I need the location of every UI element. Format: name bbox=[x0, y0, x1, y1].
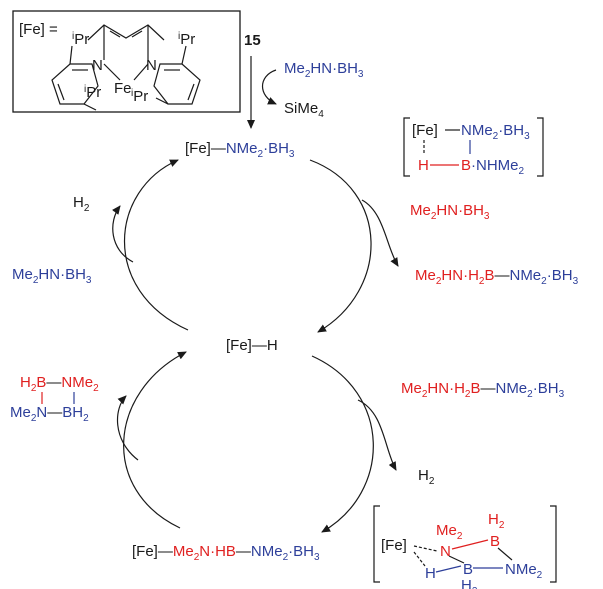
ts-top-nme2bh3: NMe2·BH3 bbox=[461, 122, 530, 142]
svg-text:iPr: iPr bbox=[84, 84, 101, 101]
svg-text:iPr: iPr bbox=[131, 88, 148, 105]
lower-left-arc bbox=[123, 351, 187, 529]
h2-out-lower: H2 bbox=[418, 467, 435, 487]
ts-bottom-n: N bbox=[440, 543, 451, 560]
upper-left-arc bbox=[124, 159, 189, 331]
svg-text:Me2N—BH2: Me2N—BH2 bbox=[10, 404, 89, 424]
ts-bottom-bracket: [Fe] Me2 N H2 B H B H2 NMe2 bbox=[373, 505, 557, 589]
upper-right-arc bbox=[309, 159, 372, 333]
svg-text:iPr: iPr bbox=[178, 31, 195, 48]
mehnbh3-in-left: Me2HN·BH3 bbox=[12, 266, 92, 286]
cyclodiborazane-out-arrow bbox=[116, 395, 139, 461]
legend-fe-center: Fe bbox=[114, 80, 132, 97]
ipr-mid-left: Pr bbox=[86, 84, 101, 101]
ipr-top-right: Pr bbox=[180, 31, 195, 48]
ts-top-fe: [Fe] bbox=[412, 122, 438, 139]
nacnac-ligand-drawing bbox=[51, 24, 201, 111]
ts-bottom-fe: [Fe] bbox=[381, 537, 407, 554]
legend-n-right: N bbox=[146, 57, 157, 74]
upper-cycle: H2 Me2HN·BH3 Me2HN·BH3 Me2HN·H2B—NMe2·BH… bbox=[12, 159, 579, 333]
substrate-linear-diborazane: Me2HN·H2B—NMe2·BH3 bbox=[401, 380, 565, 400]
svg-text:iPr: iPr bbox=[72, 31, 89, 48]
fe-catalyst-legend: [Fe] = N N Fe iPr iPr iPr bbox=[12, 10, 241, 113]
ts-bottom-b-top: B bbox=[490, 533, 500, 550]
compound-number-15: 15 bbox=[244, 32, 261, 49]
substrate-in-arrow bbox=[357, 399, 397, 471]
fe-label: [Fe] = bbox=[19, 21, 58, 38]
entry-byproduct: SiMe4 bbox=[284, 100, 324, 120]
linear-diborazane-product: Me2HN·H2B—NMe2·BH3 bbox=[415, 267, 579, 287]
ts-bottom-h2-top: H2 bbox=[488, 511, 505, 531]
entry-step: 15 Me2HN·BH3 SiMe4 bbox=[244, 32, 364, 129]
lower-cycle: Me2HN·H2B—NMe2·BH3 H2 H2B—NMe2 Me2N—BH2 bbox=[10, 351, 565, 533]
ts-top-bracket: [Fe] NMe2·BH3 H B·NHMe2 bbox=[403, 117, 544, 177]
ts-bottom-h: H bbox=[425, 565, 436, 582]
ts-bottom-me2: Me2 bbox=[436, 522, 463, 542]
species-fe-aminoborane: [Fe]—Me2N·HB—NMe2·BH3 bbox=[132, 543, 320, 563]
cyclo-h2b: H bbox=[20, 374, 31, 391]
svg-text:H2B—NMe2: H2B—NMe2 bbox=[20, 374, 99, 394]
reagent-in-arrow-right bbox=[361, 199, 399, 267]
ts-bottom-b-bottom: B bbox=[463, 561, 473, 578]
ipr-top-left: Pr bbox=[74, 31, 89, 48]
ts-top-bnhme2: B·NHMe2 bbox=[461, 157, 525, 177]
lower-right-arc bbox=[311, 355, 374, 533]
species-fe-h: [Fe]—H bbox=[226, 337, 278, 354]
ipr-mid-right: Pr bbox=[133, 88, 148, 105]
cyclodiborazane-product: H2B—NMe2 Me2N—BH2 bbox=[10, 374, 99, 424]
ts-bottom-nme2: NMe2 bbox=[505, 561, 543, 581]
ts-bottom-h2-bottom: H2 bbox=[461, 577, 478, 589]
legend-frame bbox=[12, 10, 241, 113]
ts-top-h: H bbox=[418, 157, 429, 174]
cyclo-me2n: Me bbox=[10, 404, 31, 421]
h2-out-upper: H2 bbox=[73, 194, 90, 214]
species-fe-nme2-bh3: [Fe]—NMe2·BH3 bbox=[185, 140, 295, 160]
legend-n-left: N bbox=[92, 57, 103, 74]
h2-out-arrow-left bbox=[112, 205, 134, 263]
mehnbh3-in-right: Me2HN·BH3 bbox=[410, 202, 490, 222]
entry-reagent: Me2HN·BH3 bbox=[284, 60, 364, 80]
entry-curved-arrow bbox=[261, 69, 277, 105]
